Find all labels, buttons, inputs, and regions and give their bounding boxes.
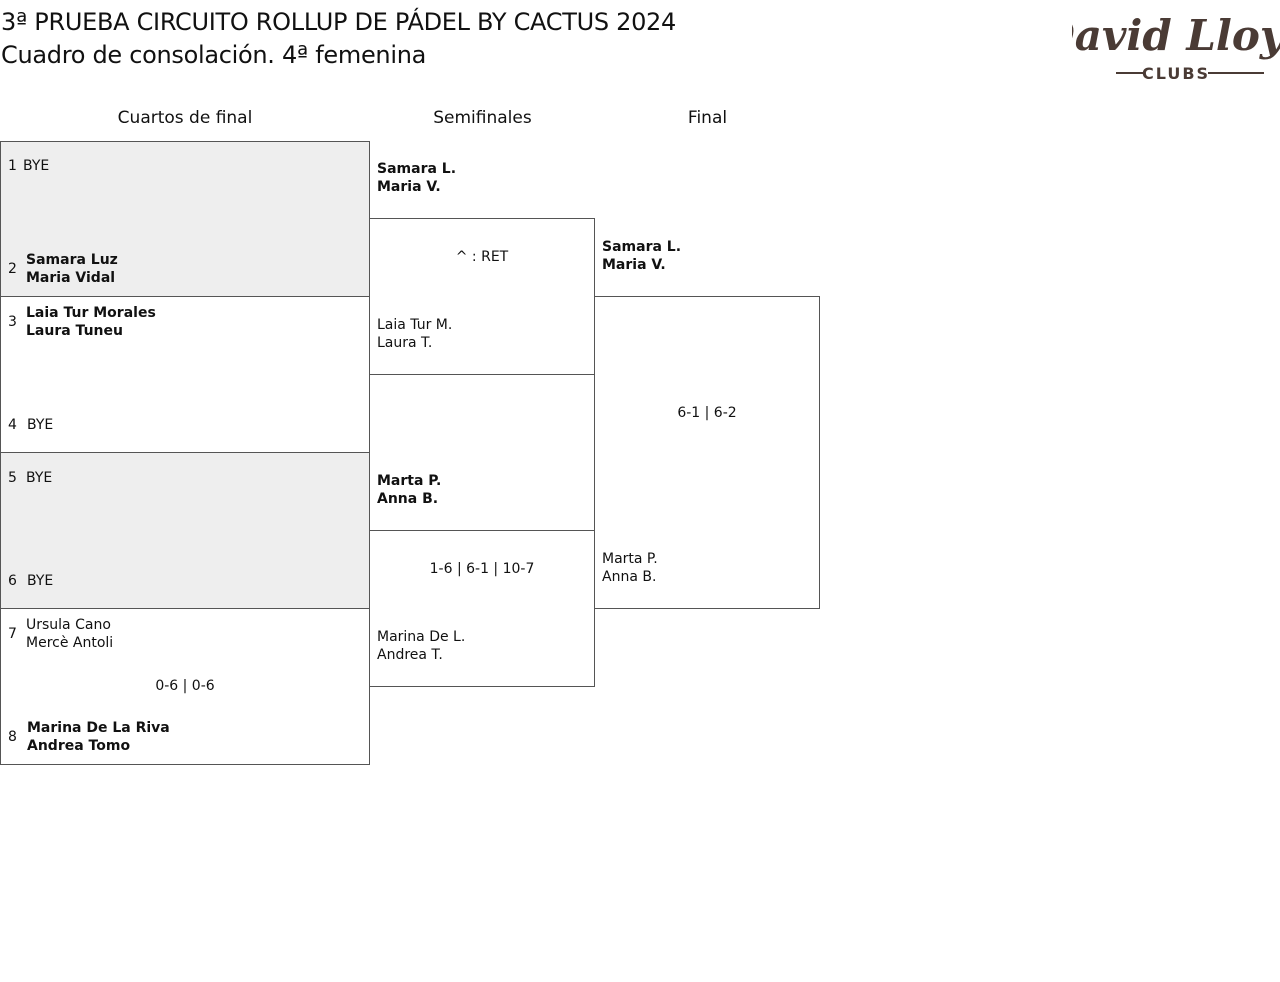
seed-number: 5	[8, 470, 17, 486]
svg-text:David Lloyd: David Lloyd	[1072, 11, 1280, 60]
tournament-name: 3ª PRUEBA CIRCUITO ROLLUP DE PÁDEL BY CA…	[1, 8, 676, 36]
player-name: Laura Tuneu	[26, 323, 123, 339]
player-name: Ursula Cano	[26, 617, 111, 633]
player-name: Maria V.	[602, 257, 666, 273]
match-score: ^ : RET	[455, 249, 509, 265]
player-name: Laia Tur Morales	[26, 305, 156, 321]
round-header-final: Final	[687, 108, 728, 128]
round-header-quarterfinals: Cuartos de final	[117, 108, 253, 128]
player-name: Laura T.	[377, 335, 433, 351]
team-entry-winner: Samara L. Maria V.	[602, 238, 681, 274]
team-entry-winner: Samara L. Maria V.	[377, 160, 456, 196]
seed-number: 2	[8, 261, 17, 277]
team-entry-winner: Marta P. Anna B.	[377, 472, 441, 508]
player-name: Anna B.	[377, 491, 439, 507]
player-name: Samara L.	[602, 239, 682, 255]
team-entry: Ursula Cano Mercè Antoli	[26, 616, 113, 652]
quarterfinal-match-3	[0, 452, 370, 609]
player-name: Maria V.	[377, 179, 441, 195]
seed-number: 1	[8, 158, 17, 174]
player-name: Laia Tur M.	[377, 317, 453, 333]
team-entry-winner: Marina De La Riva Andrea Tomo	[27, 719, 170, 755]
player-name: Samara Luz	[26, 252, 118, 268]
team-entry: Marina De L. Andrea T.	[377, 628, 465, 664]
player-name: Marina De L.	[377, 629, 466, 645]
final-match	[594, 296, 820, 609]
round-header-semifinals: Semifinales	[433, 108, 532, 128]
quarterfinal-match-1	[0, 141, 370, 297]
player-name: BYE	[26, 470, 53, 486]
svg-text:CLUBS: CLUBS	[1142, 64, 1210, 83]
team-entry: Laia Tur M. Laura T.	[377, 316, 452, 352]
player-name: Andrea T.	[377, 647, 443, 663]
player-name: BYE	[27, 417, 54, 433]
team-entry: Marta P. Anna B.	[602, 550, 658, 586]
player-name: Maria Vidal	[26, 270, 116, 286]
player-name: BYE	[23, 158, 50, 174]
player-name: Marina De La Riva	[27, 720, 170, 736]
team-entry-winner: Samara Luz Maria Vidal	[26, 251, 118, 287]
team-entry: BYE	[26, 469, 52, 487]
match-score: 1-6 | 6-1 | 10-7	[429, 561, 535, 577]
match-score: 0-6 | 0-6	[155, 678, 215, 694]
team-entry: BYE	[27, 416, 53, 434]
seed-number: 4	[8, 417, 17, 433]
player-name: BYE	[27, 573, 54, 589]
draw-name: Cuadro de consolación. 4ª femenina	[1, 41, 427, 69]
match-score: 6-1 | 6-2	[677, 405, 737, 421]
player-name: Marta P.	[377, 473, 442, 489]
david-lloyd-clubs-logo: David Lloyd CLUBS	[1072, 11, 1280, 83]
player-name: Samara L.	[377, 161, 457, 177]
player-name: Andrea Tomo	[27, 738, 131, 754]
seed-number: 7	[8, 626, 17, 642]
team-entry-winner: Laia Tur Morales Laura Tuneu	[26, 304, 156, 340]
seed-number: 3	[8, 314, 17, 330]
seed-number: 8	[8, 729, 17, 745]
team-entry: BYE	[23, 157, 49, 175]
player-name: Marta P.	[602, 551, 658, 567]
team-entry: BYE	[27, 572, 53, 590]
page-title: 3ª PRUEBA CIRCUITO ROLLUP DE PÁDEL BY CA…	[1, 6, 676, 72]
player-name: Mercè Antoli	[26, 635, 114, 651]
player-name: Anna B.	[602, 569, 657, 585]
seed-number: 6	[8, 573, 17, 589]
